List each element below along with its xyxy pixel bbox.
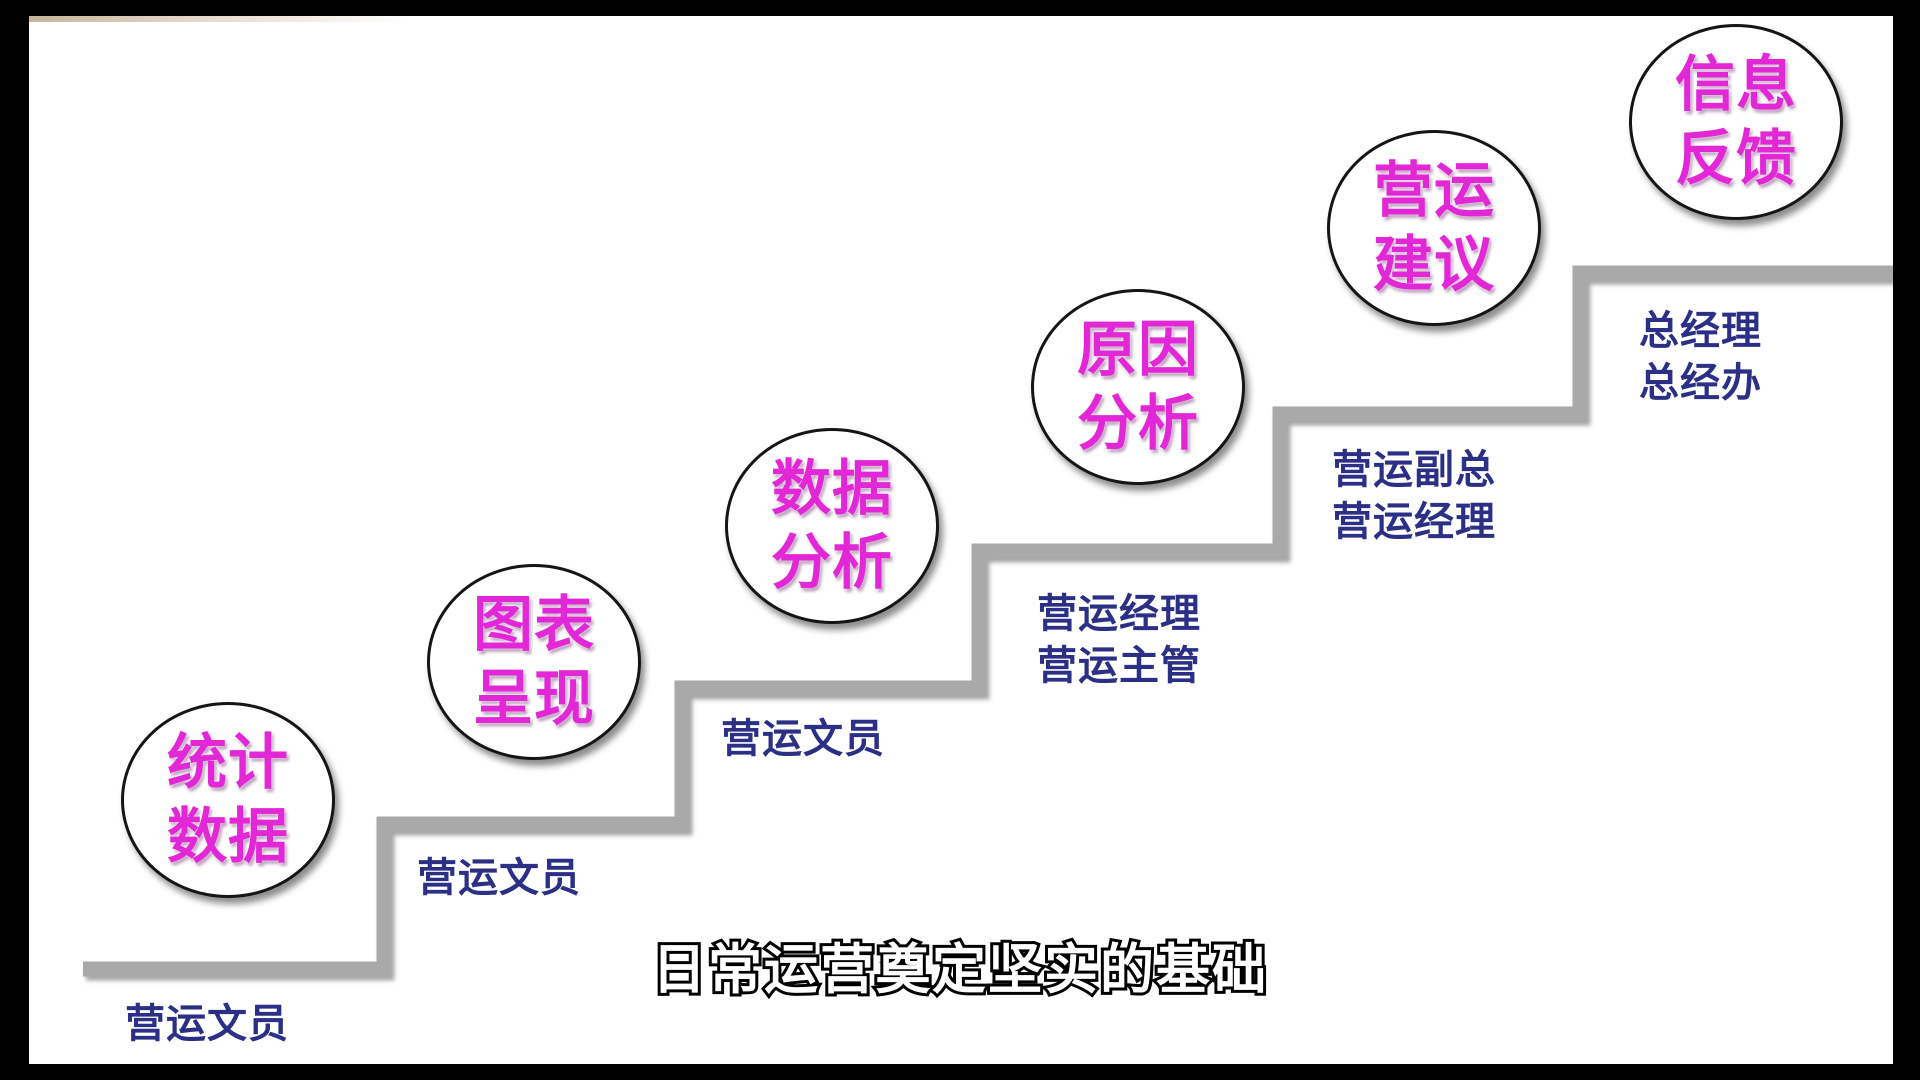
step-3-label: 数据分析 <box>771 454 893 598</box>
step-5-label: 营运建议 <box>1373 156 1495 300</box>
staircase-path <box>83 265 1893 977</box>
step-1-circle: 统计数据 <box>121 702 335 898</box>
step-1-roles: 营运文员 <box>125 998 289 1050</box>
step-3-circle: 数据分析 <box>725 428 939 624</box>
step-6-role-2: 总经办 <box>1639 360 1762 406</box>
step-1-role-1: 营运文员 <box>125 1001 289 1047</box>
step-1-label: 统计数据 <box>167 728 289 872</box>
step-4-circle: 原因分析 <box>1031 289 1245 485</box>
step-5-role-2: 营运经理 <box>1332 499 1496 545</box>
step-5-roles: 营运副总 营运经理 <box>1332 444 1496 548</box>
step-4-label: 原因分析 <box>1077 315 1199 459</box>
step-4-role-1: 营运经理 <box>1037 591 1201 637</box>
staircase-line <box>83 265 1893 977</box>
decorative-top-strip <box>29 16 409 22</box>
step-3-roles: 营运文员 <box>721 713 885 765</box>
step-6-roles: 总经理 总经办 <box>1639 305 1762 409</box>
step-6-circle: 信息反馈 <box>1629 24 1843 220</box>
step-5-circle: 营运建议 <box>1327 130 1541 326</box>
step-2-label: 图表呈现 <box>473 590 595 734</box>
step-4-roles: 营运经理 营运主管 <box>1037 588 1201 692</box>
step-4-role-2: 营运主管 <box>1037 643 1201 689</box>
video-subtitle: 日常运营奠定坚实的基础 <box>649 935 1269 1004</box>
step-6-label: 信息反馈 <box>1675 50 1797 194</box>
step-2-roles: 营运文员 <box>417 852 581 904</box>
step-6-role-1: 总经理 <box>1639 308 1762 354</box>
step-5-role-1: 营运副总 <box>1332 447 1496 493</box>
step-3-role-1: 营运文员 <box>721 716 885 762</box>
step-2-circle: 图表呈现 <box>427 564 641 760</box>
step-2-role-1: 营运文员 <box>417 855 581 901</box>
staircase-diagram: 统计数据 营运文员 图表呈现 营运文员 数据分析 营运文员 原因分析 营运经理 … <box>29 16 1893 1064</box>
